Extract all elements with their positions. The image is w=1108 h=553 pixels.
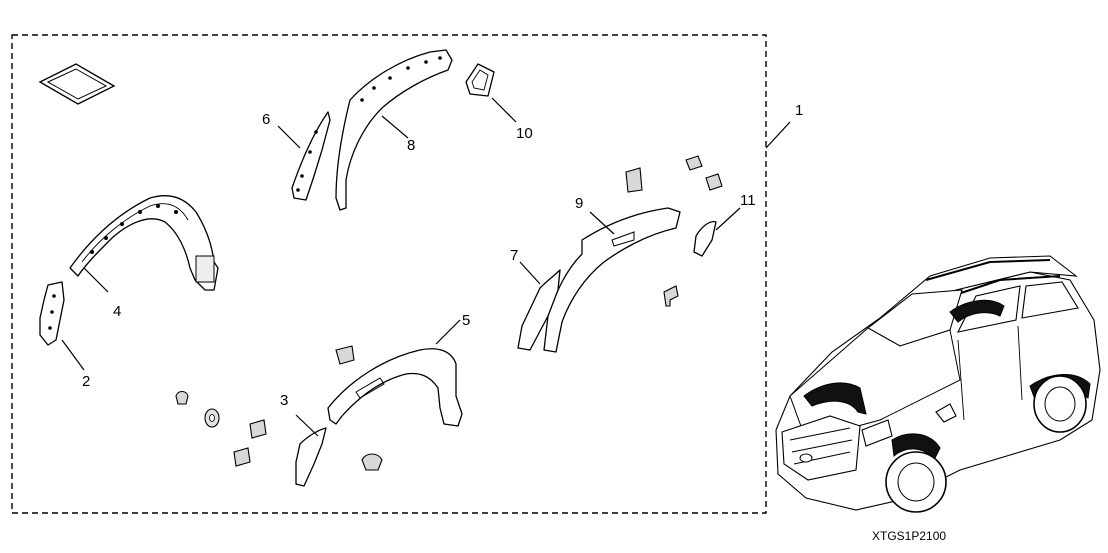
part-5-fender-flare — [327, 348, 463, 427]
instruction-sheet — [38, 63, 116, 105]
part-11-trim-piece — [693, 220, 717, 257]
callout-9: 9 — [575, 195, 583, 212]
callout-6: 6 — [262, 111, 270, 128]
vehicle-illustration — [775, 255, 1101, 513]
part-8-fender-flare — [335, 49, 453, 211]
clip-parts-lower — [175, 345, 383, 471]
part-3-trim-piece — [295, 427, 327, 487]
callout-8: 8 — [407, 137, 415, 154]
callout-10: 10 — [516, 125, 533, 142]
diagram-code: XTGS1P2100 — [872, 529, 946, 543]
callout-4: 4 — [113, 303, 121, 320]
callout-11: 11 — [740, 192, 756, 209]
part-7-trim-piece — [517, 269, 561, 351]
part-4-fender-flare — [69, 195, 219, 291]
callout-1: 1 — [795, 102, 803, 119]
kit-boundary-frame — [11, 34, 767, 514]
screw-part — [663, 285, 679, 307]
callout-5: 5 — [462, 312, 470, 329]
callout-7: 7 — [510, 247, 518, 264]
callout-2: 2 — [82, 373, 90, 390]
part-10-bracket — [465, 63, 495, 97]
part-2-trim-piece — [39, 281, 65, 346]
clip-parts-upper — [625, 155, 723, 193]
callout-3: 3 — [280, 392, 288, 409]
part-6-trim-piece — [291, 111, 331, 201]
part-9-fender-flare — [543, 207, 681, 353]
leader-lines — [61, 97, 791, 437]
